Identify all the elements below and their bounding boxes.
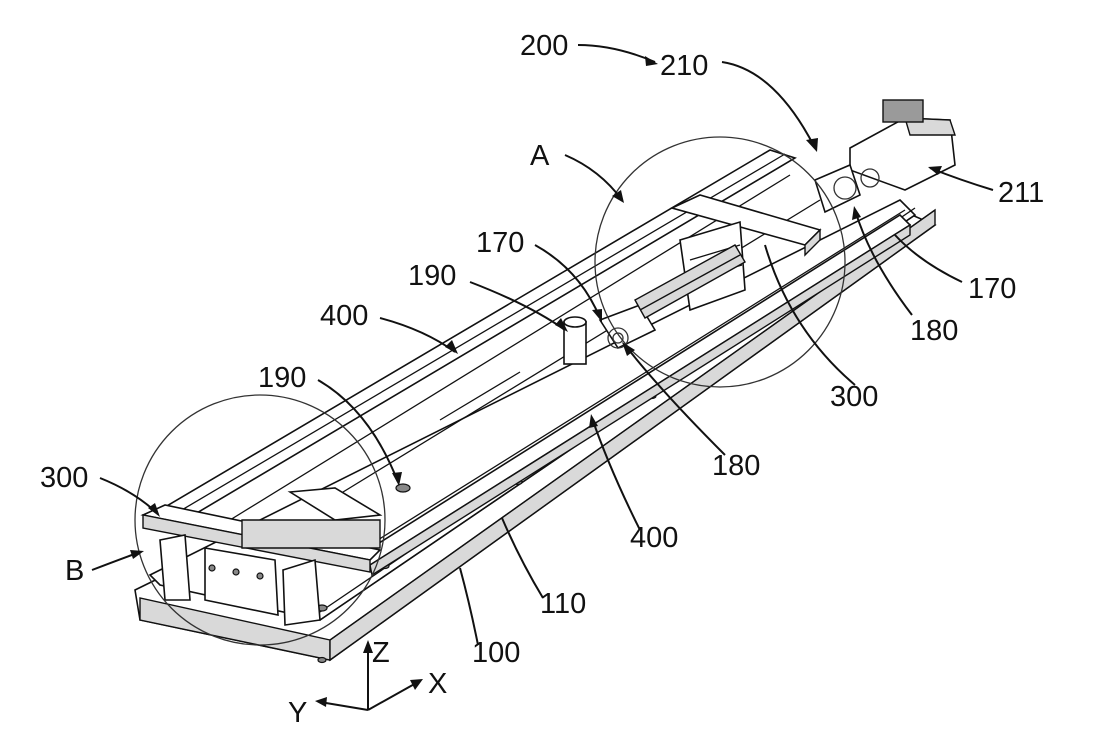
drive-motor bbox=[815, 100, 955, 212]
label-200: 200 bbox=[520, 30, 568, 62]
label-170-right: 170 bbox=[968, 273, 1016, 305]
label-400-lower: 400 bbox=[630, 522, 678, 554]
label-210: 210 bbox=[660, 50, 708, 82]
sub-base bbox=[150, 200, 915, 620]
axis-x-label: X bbox=[428, 668, 447, 700]
label-a: A bbox=[530, 140, 550, 172]
label-180-right: 180 bbox=[910, 315, 958, 347]
label-180-mid: 180 bbox=[712, 450, 760, 482]
label-190-upper: 190 bbox=[408, 260, 456, 292]
axis-y-label: Y bbox=[288, 697, 307, 729]
label-190-lower: 190 bbox=[258, 362, 306, 394]
label-400-upper: 400 bbox=[320, 300, 368, 332]
label-300-right: 300 bbox=[830, 381, 878, 413]
label-170-left: 170 bbox=[476, 227, 524, 259]
label-100: 100 bbox=[472, 637, 520, 669]
label-211: 211 bbox=[998, 177, 1044, 209]
axis-z-label: Z bbox=[372, 637, 390, 669]
label-b: B bbox=[65, 555, 84, 587]
label-300-left: 300 bbox=[40, 462, 88, 494]
label-110: 110 bbox=[540, 588, 586, 620]
